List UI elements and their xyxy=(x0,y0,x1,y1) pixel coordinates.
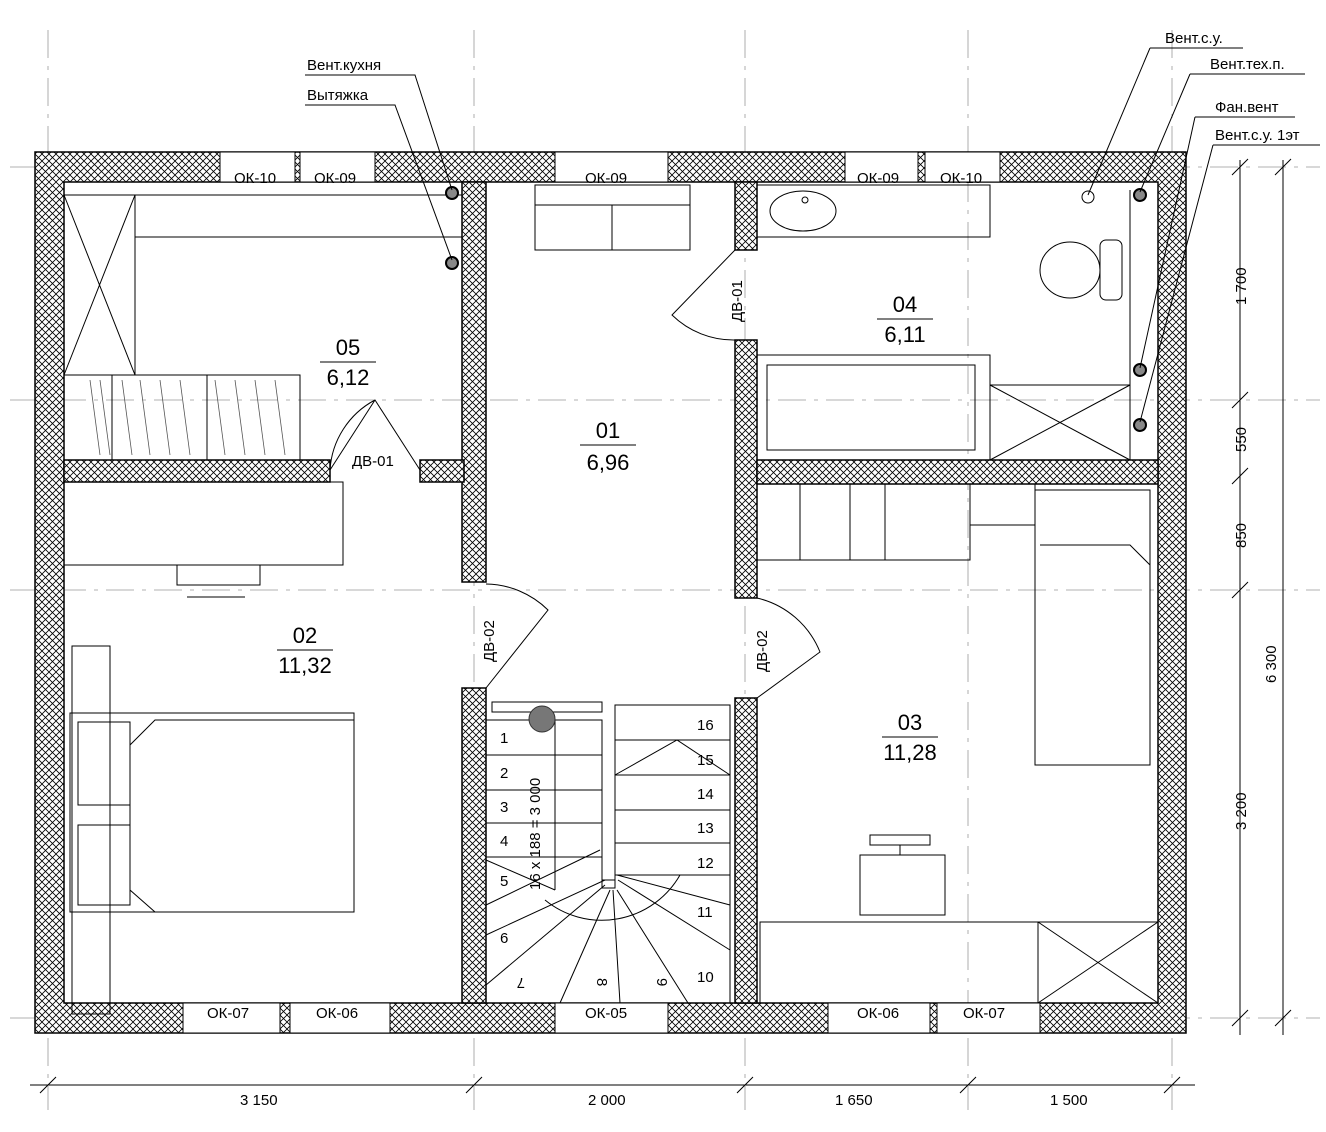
svg-text:ОК-09: ОК-09 xyxy=(857,170,899,187)
svg-text:9: 9 xyxy=(653,978,670,986)
interior-walls xyxy=(63,181,1159,1004)
svg-text:11,28: 11,28 xyxy=(883,740,936,765)
svg-text:8: 8 xyxy=(593,978,610,986)
svg-text:6,12: 6,12 xyxy=(327,365,370,390)
room-01: 016,96 xyxy=(580,418,636,475)
svg-text:ОК-10: ОК-10 xyxy=(940,170,982,187)
svg-text:1 500: 1 500 xyxy=(1050,1092,1088,1109)
svg-text:1: 1 xyxy=(500,730,508,747)
svg-text:01: 01 xyxy=(596,418,620,443)
svg-text:550: 550 xyxy=(1233,427,1250,452)
svg-text:Вент.с.у. 1эт: Вент.с.у. 1эт xyxy=(1215,127,1300,144)
svg-text:05: 05 xyxy=(336,335,360,360)
svg-text:16: 16 xyxy=(697,717,714,734)
room-02: 02 11,32 xyxy=(277,623,333,678)
svg-text:ОК-07: ОК-07 xyxy=(963,1005,1005,1022)
svg-text:6,11: 6,11 xyxy=(884,322,925,347)
furniture xyxy=(63,184,1159,1015)
svg-text:6: 6 xyxy=(500,930,508,947)
room-03: 03 11,28 xyxy=(882,710,938,765)
svg-text:ДВ-01: ДВ-01 xyxy=(352,453,394,470)
svg-text:Вент.кухня: Вент.кухня xyxy=(307,57,381,74)
svg-text:16 x 188 = 3 000: 16 x 188 = 3 000 xyxy=(527,778,544,890)
svg-text:3: 3 xyxy=(500,799,508,816)
vent-leaders: Вент.кухня Вытяжка Вент.с.у. Вент.тех.п.… xyxy=(305,30,1320,432)
svg-text:Вент.тех.п.: Вент.тех.п. xyxy=(1210,56,1285,73)
window-labels: ОК-10 ОК-09 ОК-09 ОК-09 ОК-10 ОК-07 ОК-0… xyxy=(207,170,1005,1022)
svg-text:14: 14 xyxy=(697,786,714,803)
svg-text:ОК-09: ОК-09 xyxy=(585,170,627,187)
svg-text:ОК-06: ОК-06 xyxy=(857,1005,899,1022)
svg-text:ОК-10: ОК-10 xyxy=(234,170,276,187)
svg-text:11,32: 11,32 xyxy=(278,653,331,678)
svg-text:5: 5 xyxy=(500,873,508,890)
svg-text:6,96: 6,96 xyxy=(587,450,630,475)
svg-text:3 200: 3 200 xyxy=(1233,792,1250,830)
svg-text:Фан.вент: Фан.вент xyxy=(1215,99,1279,116)
svg-text:2: 2 xyxy=(500,765,508,782)
svg-text:Вент.с.у.: Вент.с.у. xyxy=(1165,30,1223,47)
svg-text:7: 7 xyxy=(517,974,525,991)
svg-text:ОК-05: ОК-05 xyxy=(585,1005,627,1022)
svg-text:850: 850 xyxy=(1233,523,1250,548)
svg-text:03: 03 xyxy=(898,710,922,735)
svg-text:4: 4 xyxy=(500,833,508,850)
room-04: 046,11 xyxy=(877,292,933,347)
svg-text:ОК-06: ОК-06 xyxy=(316,1005,358,1022)
svg-text:ОК-09: ОК-09 xyxy=(314,170,356,187)
svg-text:04: 04 xyxy=(893,292,917,317)
svg-text:12: 12 xyxy=(697,855,714,872)
svg-text:ДВ-01: ДВ-01 xyxy=(729,280,746,322)
svg-text:ДВ-02: ДВ-02 xyxy=(481,620,498,662)
svg-text:ДВ-02: ДВ-02 xyxy=(754,630,771,672)
svg-text:1 700: 1 700 xyxy=(1233,267,1250,305)
svg-text:13: 13 xyxy=(697,820,714,837)
doors: ДВ-01 ДВ-01 ДВ-02 ДВ-02 xyxy=(329,249,821,699)
room-05: 056,12 xyxy=(320,335,376,390)
svg-text:10: 10 xyxy=(697,969,714,986)
windows xyxy=(182,151,1041,1034)
svg-text:Вытяжка: Вытяжка xyxy=(307,87,369,104)
dimensions: 3 150 2 000 1 650 1 500 1 700 550 850 3 … xyxy=(30,158,1292,1109)
svg-text:15: 15 xyxy=(697,752,714,769)
svg-text:02: 02 xyxy=(293,623,317,648)
svg-text:2 000: 2 000 xyxy=(588,1092,626,1109)
svg-text:ОК-07: ОК-07 xyxy=(207,1005,249,1022)
grid-lines xyxy=(10,30,1320,1110)
svg-text:11: 11 xyxy=(697,904,713,921)
exterior-walls xyxy=(34,151,1187,1034)
svg-text:1 650: 1 650 xyxy=(835,1092,873,1109)
svg-text:3 150: 3 150 xyxy=(240,1092,278,1109)
staircase: 16 x 188 = 3 000 1 2 3 4 5 6 7 8 9 10 11… xyxy=(485,701,731,1004)
svg-text:6 300: 6 300 xyxy=(1263,645,1280,683)
